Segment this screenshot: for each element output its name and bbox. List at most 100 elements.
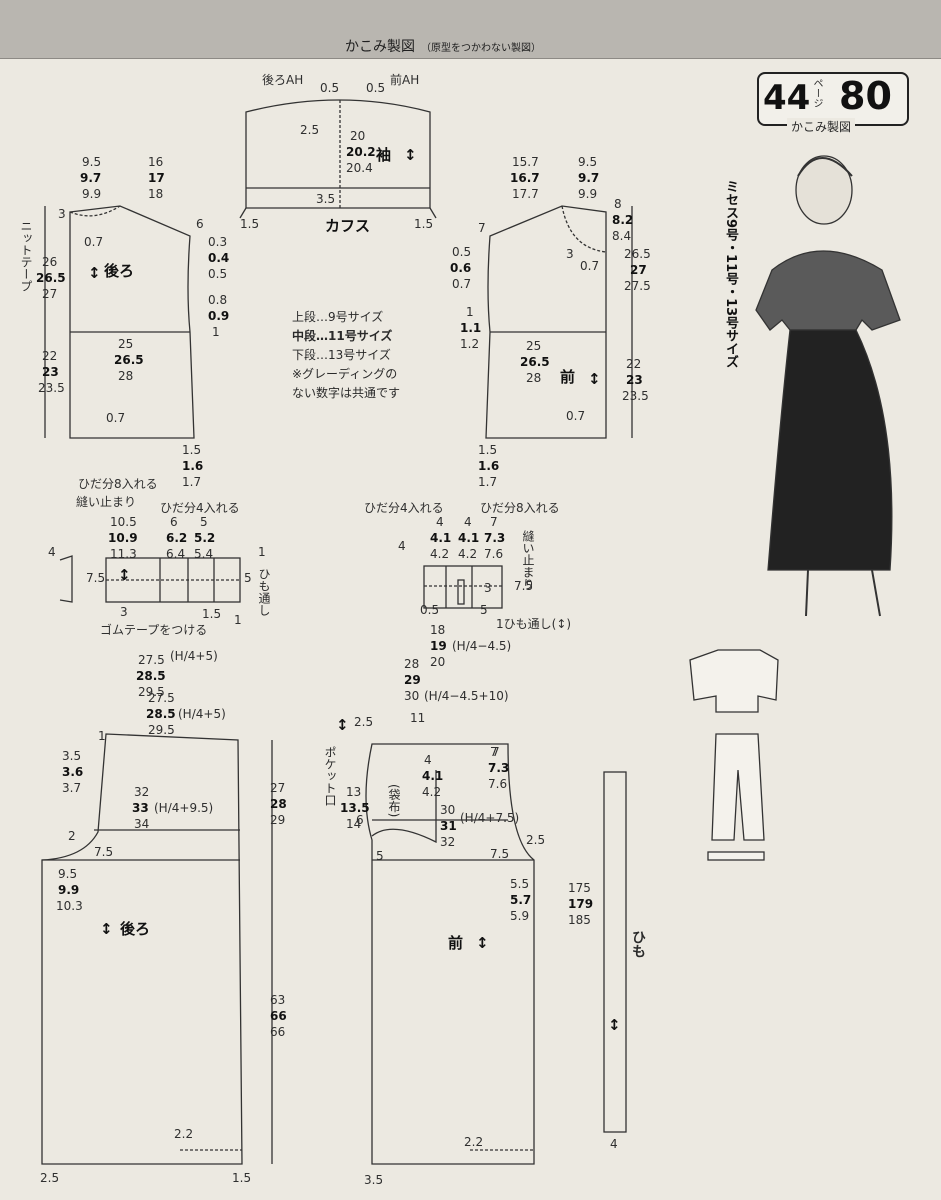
bp-n15: 1.5: [232, 1171, 251, 1185]
fp-hip-formula: (H/4+7.5): [460, 811, 519, 825]
bw-n1: 1: [258, 545, 266, 559]
bw-w1-a: 10.5: [110, 515, 137, 529]
bw-fold: [59, 555, 73, 603]
bp-n75: 7.5: [94, 845, 113, 859]
bp-rise-a: 3.5: [62, 749, 81, 763]
bb-w2-c: 18: [148, 187, 163, 201]
badge-page-to: 80: [839, 74, 892, 118]
cuff-label: カフス: [325, 217, 370, 235]
sleeve-n05a: 0.5: [320, 81, 339, 95]
bw-cord-label: ひも通し: [257, 568, 271, 616]
badge-box: [757, 72, 909, 126]
bw-n15: 1.5: [202, 607, 221, 621]
header-band: [0, 0, 941, 59]
bp-hip-formula: (H/4+9.5): [154, 801, 213, 815]
bw-w3-c: 5.4: [194, 547, 213, 561]
fp-hip-c: 32: [440, 835, 455, 849]
front-pants: 28 29 30 (H/4−4.5+10) 2.5 11 7 13 13.5 1…: [336, 657, 545, 1187]
fb-f2-a: 1: [466, 305, 474, 319]
bw-w1-c: 11.3: [110, 547, 137, 561]
bb-w3-c: 28: [118, 369, 133, 383]
bw-pleat4: ひだ分4入れる: [160, 501, 240, 515]
fw-slot: [457, 579, 465, 605]
bw-elastic: ゴムテープをつける: [100, 622, 207, 637]
bp-top2-a: 27.5: [148, 691, 175, 705]
fw-w2-b: 4.1: [458, 531, 479, 545]
bb-w1-a: 9.5: [82, 155, 101, 169]
knit-tape-label: ニットテープ: [19, 220, 33, 292]
cuff-n35: 3.5: [316, 192, 335, 206]
bp-top-c: 29.5: [138, 685, 165, 699]
bb-s2-b: 0.9: [208, 309, 229, 323]
sleeve-h2: 20.2: [346, 145, 376, 159]
fb-w1-c: 17.7: [512, 187, 539, 201]
sleeve-label: 袖: [376, 146, 391, 164]
bb-n07a: 0.7: [84, 235, 103, 249]
fp-n75: 7.5: [490, 847, 509, 861]
fb-f2-c: 1.2: [460, 337, 479, 351]
fw-pleat8: ひだ分8入れる: [480, 501, 560, 515]
fp-n11: 11: [410, 711, 425, 725]
note-line-4: ※グレーディングの: [292, 367, 398, 381]
back-neckline: [69, 205, 121, 217]
pocket-text: ポケット口: [323, 746, 337, 806]
bb-s1-c: 0.5: [208, 267, 227, 281]
title-text: かこみ製図: [345, 39, 415, 55]
tie-len-c: 185: [568, 913, 591, 927]
tie-text: ひも: [630, 930, 646, 958]
fp-w-a: 4: [424, 753, 432, 767]
bb-grain: ↕: [88, 264, 101, 282]
fp-top-formula: (H/4−4.5+10): [424, 689, 509, 703]
bb-w2-a: 16: [148, 155, 163, 169]
bw-cord-text: ひも通し: [257, 568, 271, 616]
bb-n6: 6: [196, 217, 204, 231]
fw-n75: 7.5: [514, 579, 533, 593]
bw-w3-b: 5.2: [194, 531, 215, 545]
front-waistband: ひだ分4入れる ひだ分8入れる 4 4 4.1 4.2 4 4.1 4.2 7 …: [364, 501, 571, 669]
fb-top-c: 8.4: [612, 229, 631, 243]
bb-hem-c: 1.7: [182, 475, 201, 489]
bb-h1-a: 26: [42, 255, 57, 269]
tie-grain: ↕: [608, 1016, 621, 1034]
bw-n4: 4: [48, 545, 56, 559]
fb-label: 前: [560, 368, 575, 386]
fb-w2-b: 9.7: [578, 171, 599, 185]
fw-cord: 1ひも通し(↕): [496, 617, 571, 631]
fp-hip-b: 31: [440, 819, 457, 833]
fw-stop-text: 縫い止まり: [521, 530, 535, 590]
fp-n7: 7: [492, 745, 500, 759]
model-legs: [805, 569, 881, 617]
fb-h2-c: 23.5: [622, 389, 649, 403]
bp-label: 後ろ: [119, 920, 150, 938]
fp-n25b: 2.5: [526, 833, 545, 847]
fp-side-b: 5.7: [510, 893, 531, 907]
back-ah-label: 後ろAH: [262, 73, 303, 87]
bp-len1-b: 28: [270, 797, 287, 811]
fb-n07b: 0.7: [566, 409, 585, 423]
bb-w1-b: 9.7: [80, 171, 101, 185]
flat-top: [689, 649, 779, 713]
bb-w3-a: 25: [118, 337, 133, 351]
bb-hem-a: 1.5: [182, 443, 201, 457]
cuff-corner-l: [239, 207, 247, 219]
bp-hip-a: 32: [134, 785, 149, 799]
model-pants: [767, 329, 893, 571]
badge-page-from: 44: [763, 78, 811, 118]
fw-n05: 0.5: [420, 603, 439, 617]
bp-top2-formula: (H/4+5): [178, 707, 226, 721]
fb-h1-b: 27: [630, 263, 647, 277]
model-head: [795, 155, 853, 225]
fb-n07a: 0.7: [580, 259, 599, 273]
bp-crotch-c: 10.3: [56, 899, 83, 913]
bb-w3-b: 26.5: [114, 353, 144, 367]
bp-n2: 2: [68, 829, 76, 843]
bp-top2-c: 29.5: [148, 723, 175, 737]
bw-pleat8: ひだ分8入れる: [78, 477, 158, 491]
fb-f1-b: 0.6: [450, 261, 471, 275]
fb-w3-a: 25: [526, 339, 541, 353]
tie-rect: [603, 771, 627, 1133]
grading-notes: 上段…9号サイズ 中段…11号サイズ 下段…13号サイズ ※グレーディングの な…: [292, 308, 400, 403]
fw-d-c: 20: [430, 655, 445, 669]
bag-text: (袋布): [387, 784, 401, 818]
